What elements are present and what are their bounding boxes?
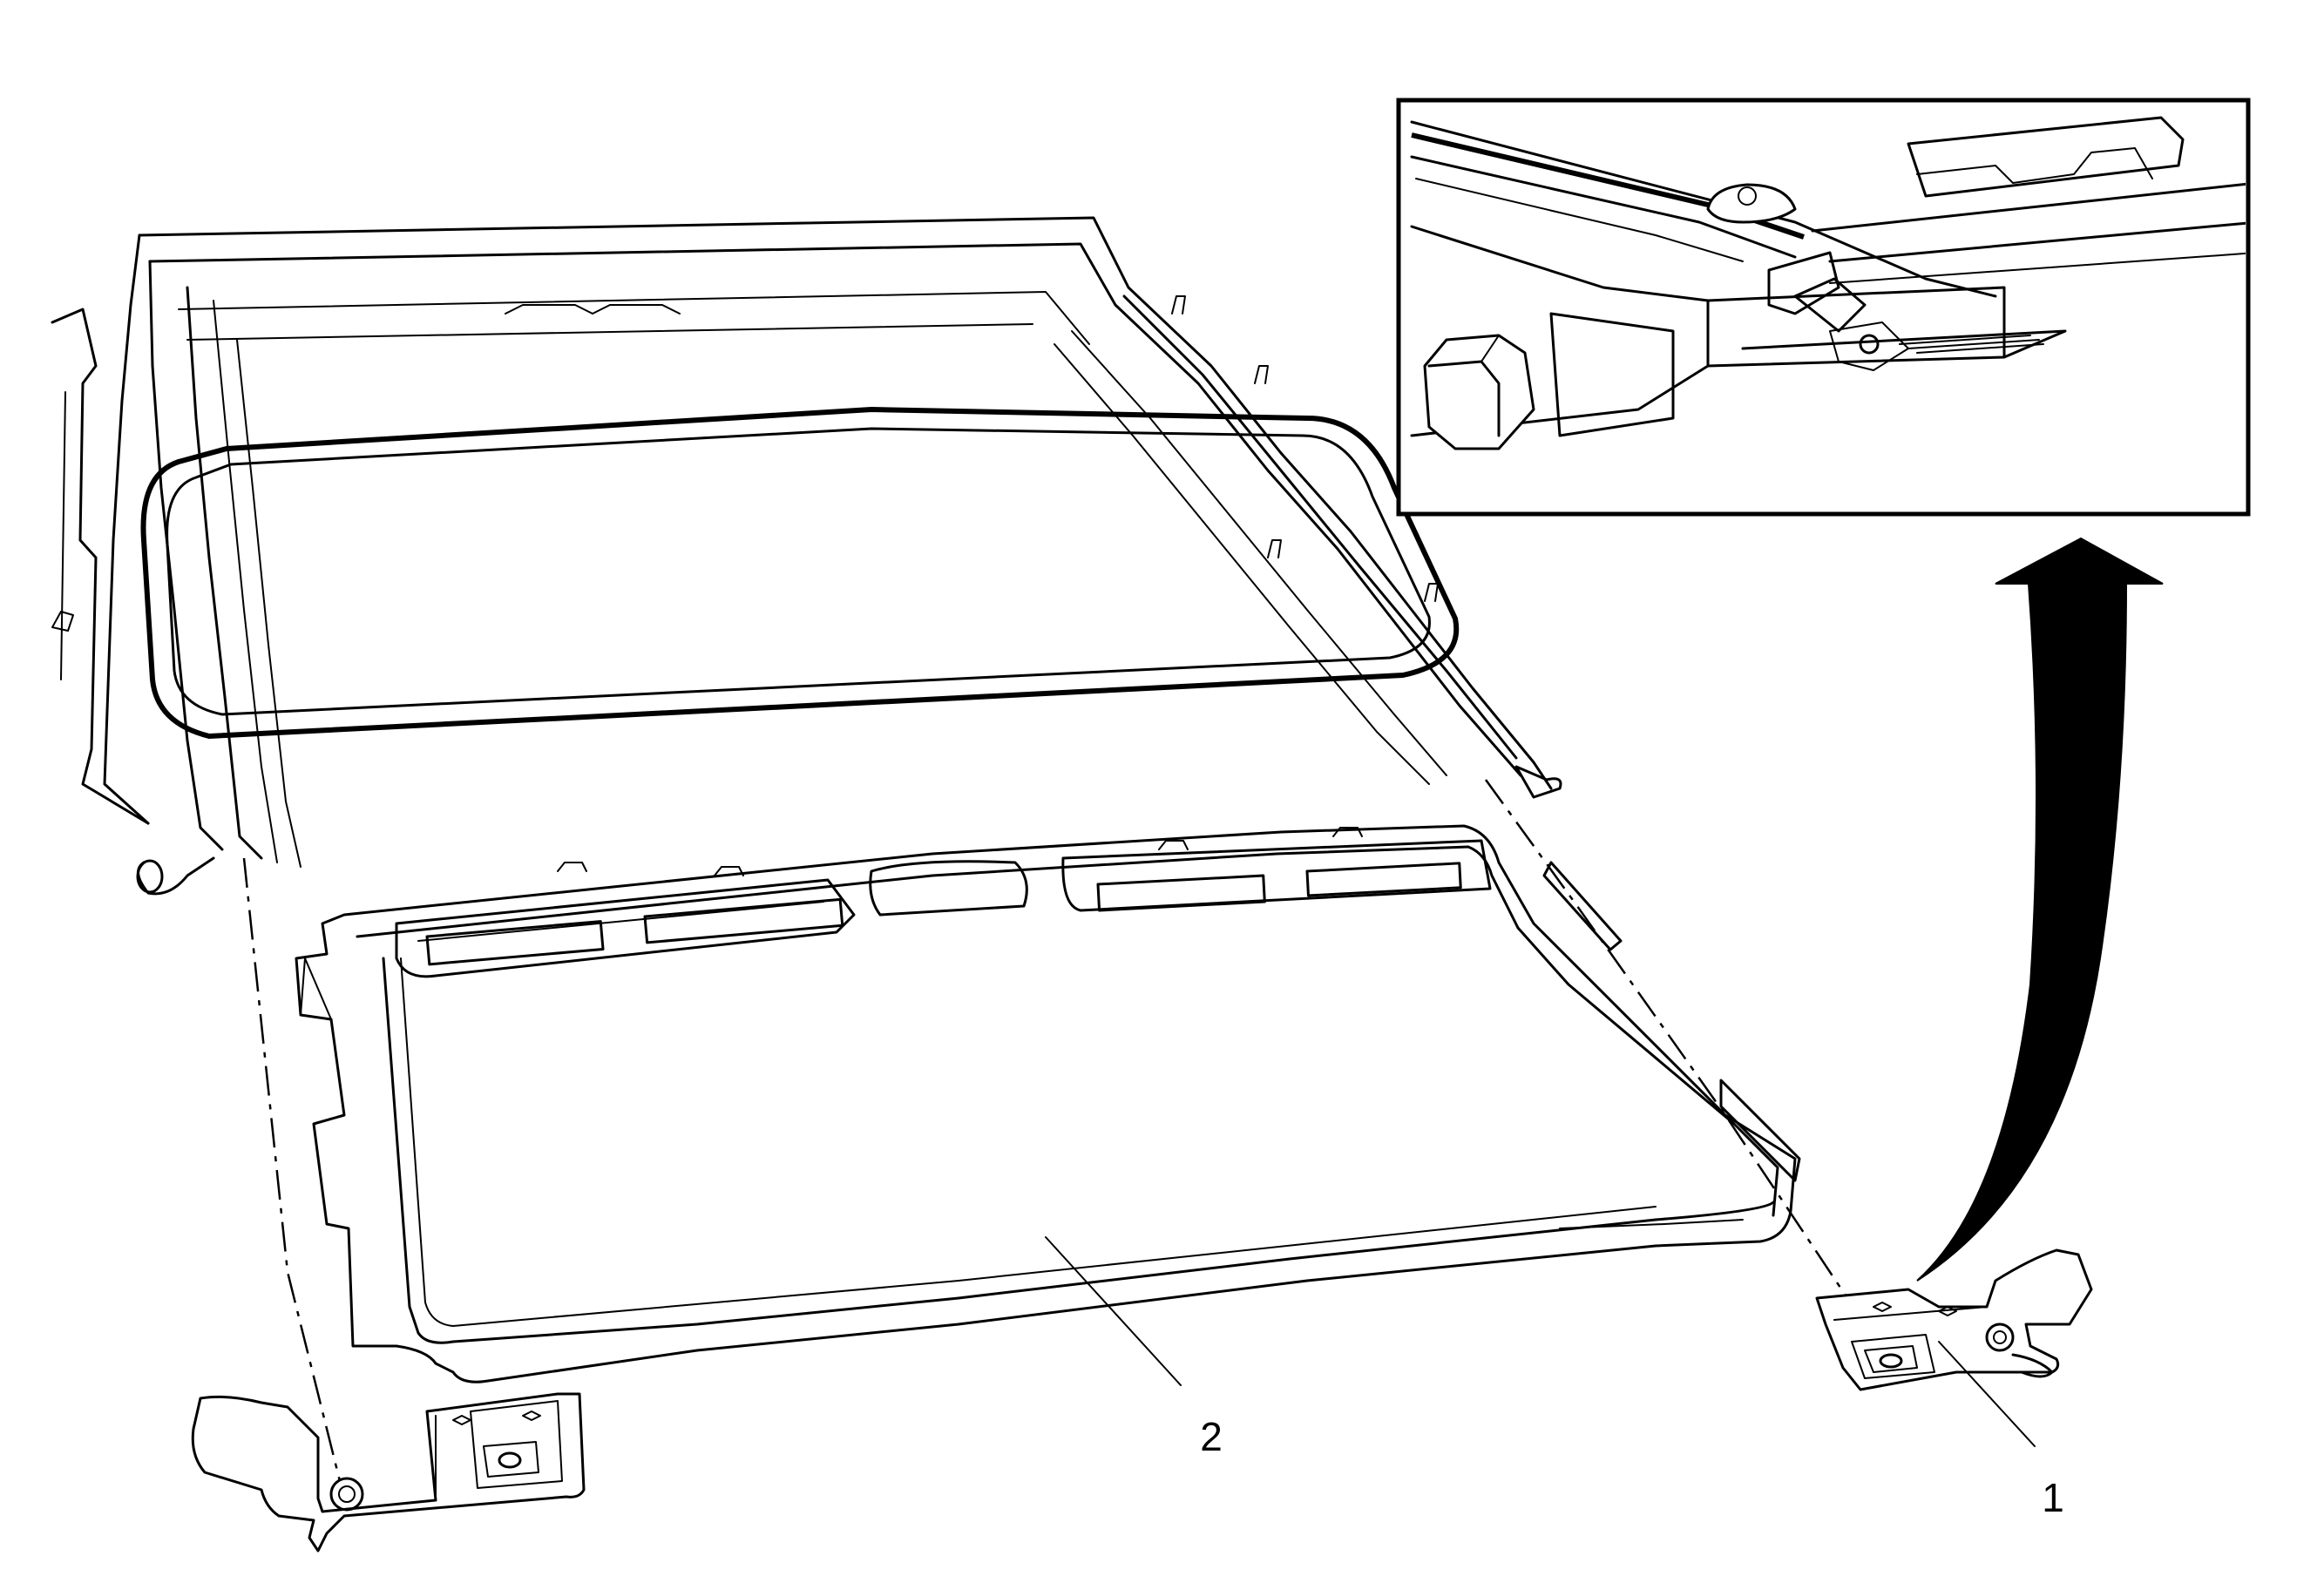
callout-1: 1	[1938, 1341, 2064, 1520]
left-rear-bracket	[191, 1392, 586, 1553]
alignment-guide-lines	[242, 779, 1901, 1482]
callout-number-2: 2	[1200, 1414, 1223, 1459]
detail-inset	[1396, 98, 2251, 517]
right-rear-bracket	[1815, 1248, 2093, 1391]
callout-number-1: 1	[2042, 1475, 2064, 1520]
callout-2: 2	[1045, 1236, 1223, 1459]
sunroof-glass-panel	[140, 407, 1460, 739]
detail-arrow	[1916, 537, 2164, 1282]
headliner-panel	[295, 824, 1801, 1383]
sunroof-frame	[51, 216, 1562, 896]
